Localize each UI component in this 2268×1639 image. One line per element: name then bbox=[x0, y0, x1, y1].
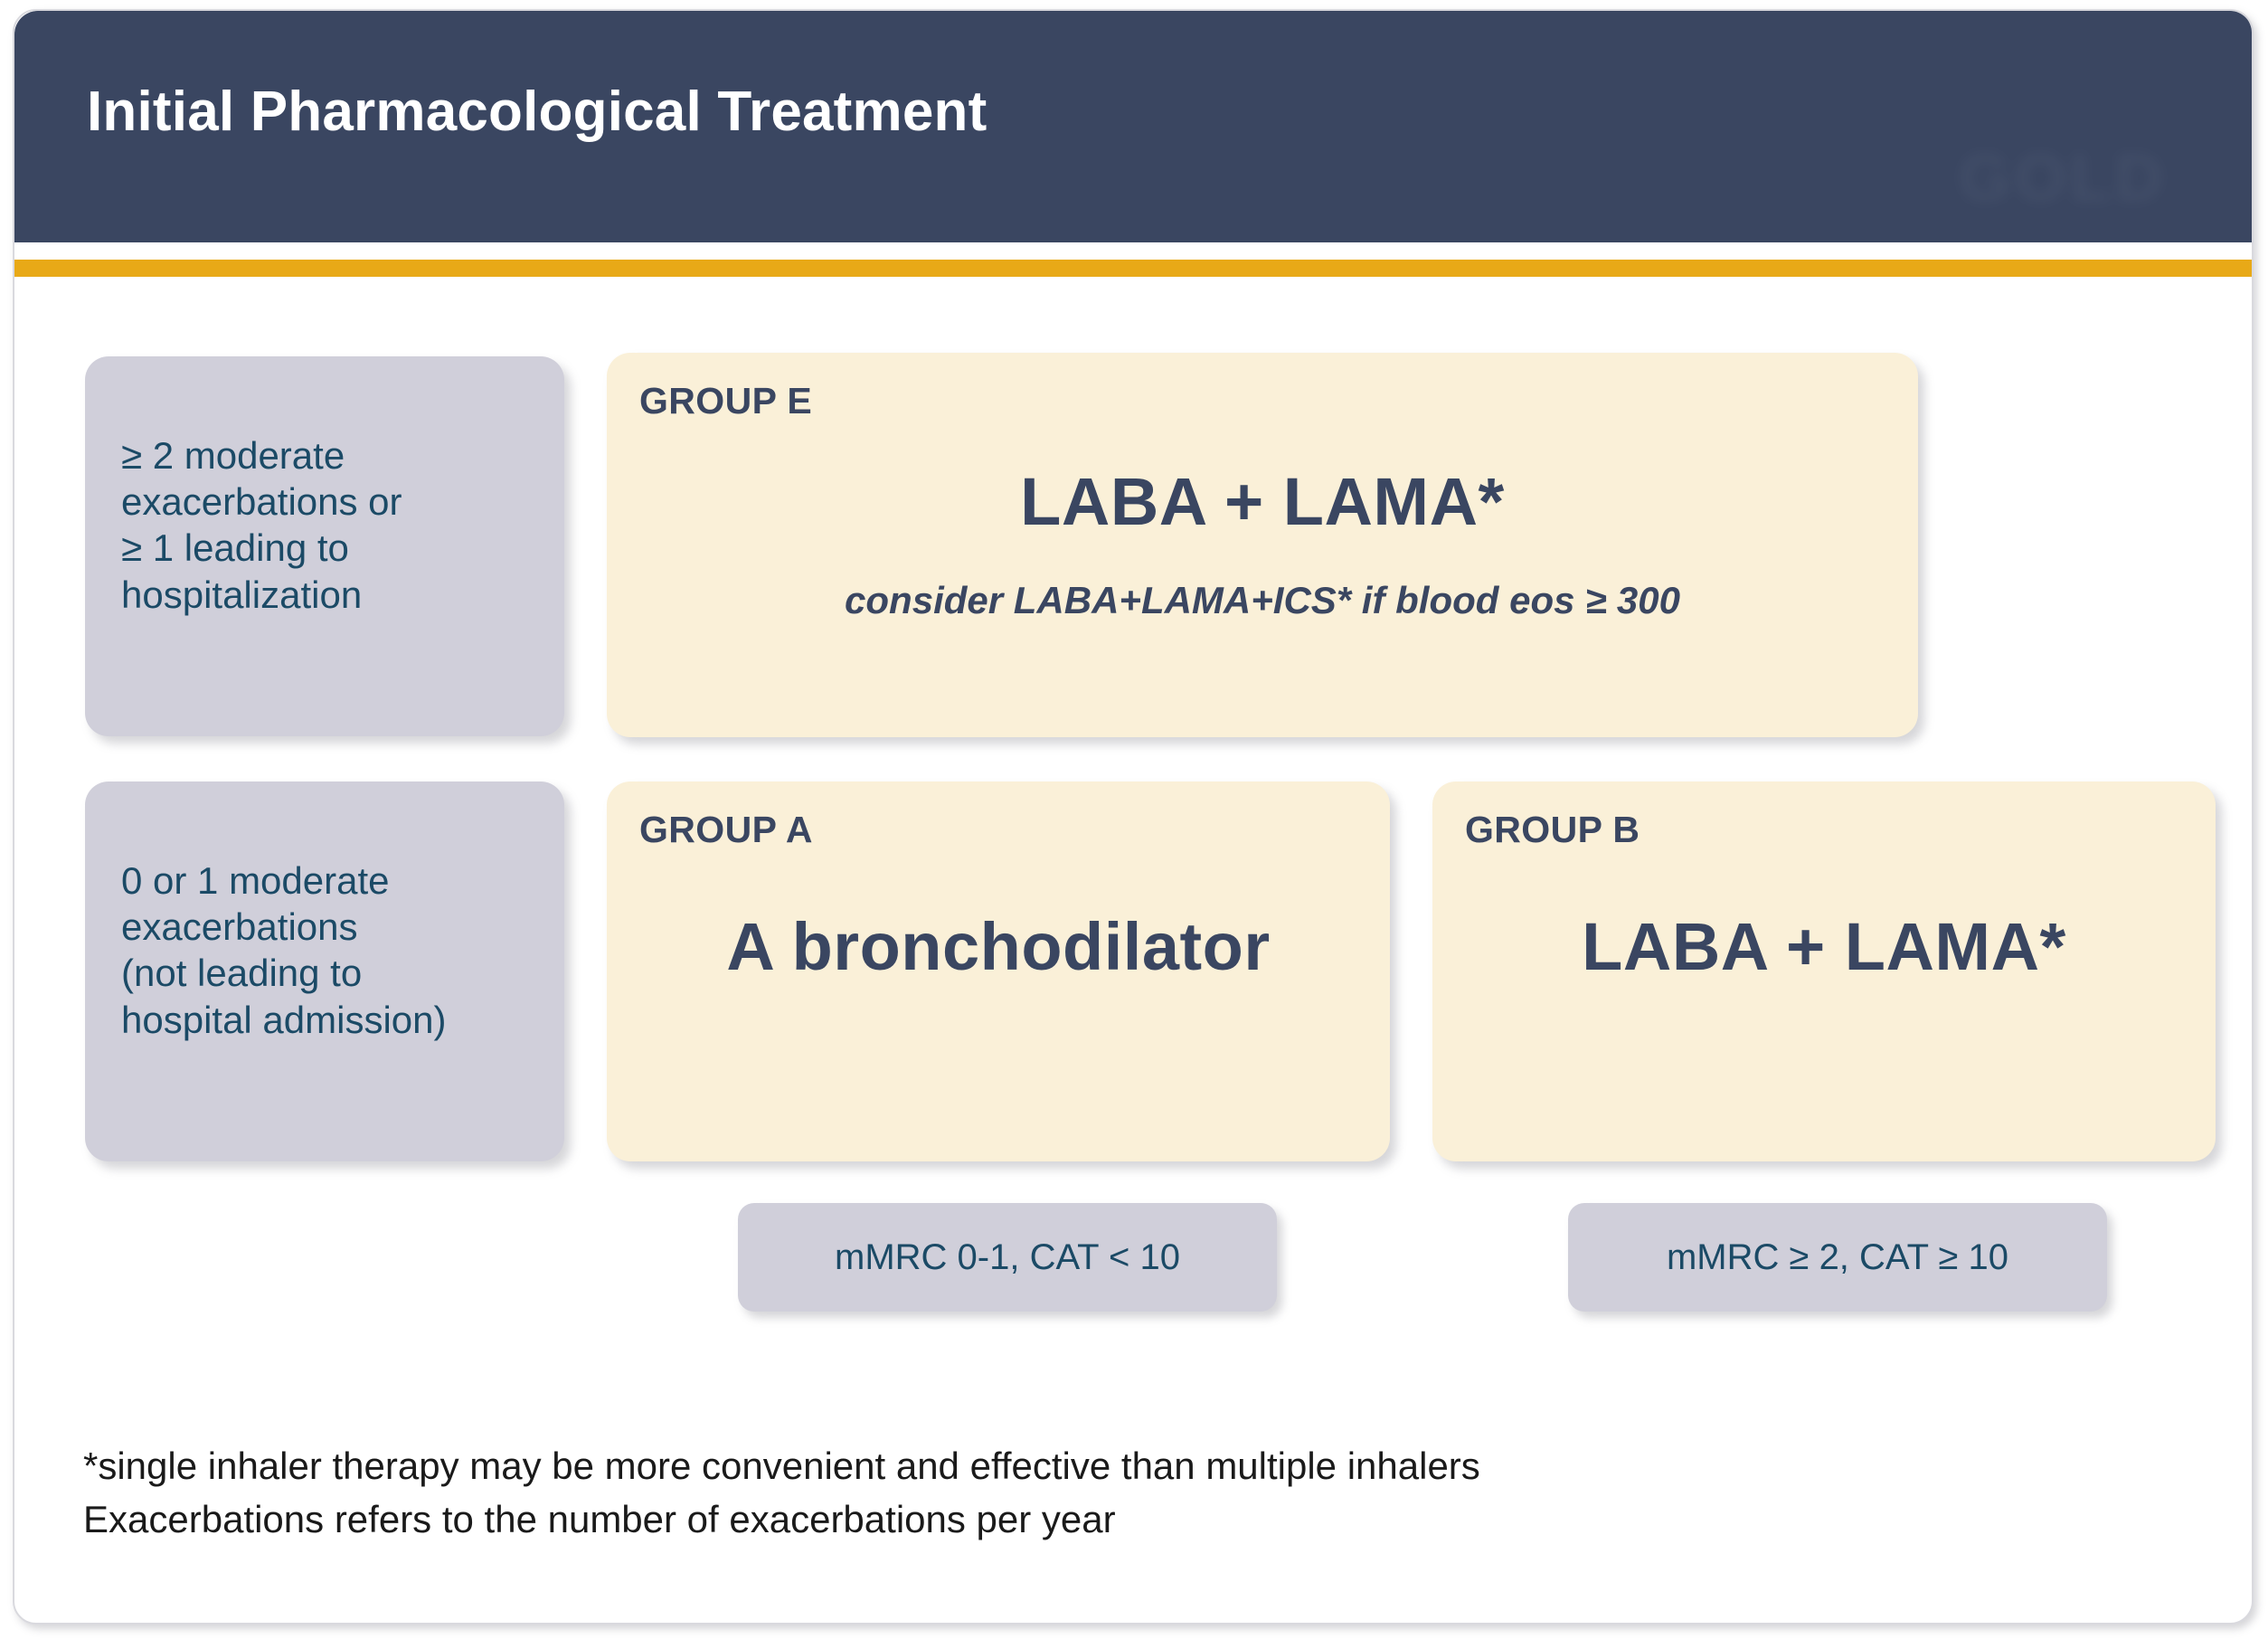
page-title: Initial Pharmacological Treatment bbox=[87, 81, 988, 143]
symptom-pill-high: mMRC ≥ 2, CAT ≥ 10 bbox=[1568, 1203, 2107, 1312]
gold-watermark-logo: GOLD bbox=[1959, 140, 2167, 215]
footnote-line-1: *single inhaler therapy may be more conv… bbox=[83, 1445, 1480, 1487]
group-b-treatment: LABA + LAMA* bbox=[1582, 909, 2066, 984]
treatment-box-group-e: GROUP E LABA + LAMA* consider LABA+LAMA+… bbox=[607, 353, 1918, 737]
footnote-line-2: Exacerbations refers to the number of ex… bbox=[83, 1497, 1116, 1540]
footnotes: *single inhaler therapy may be more conv… bbox=[83, 1440, 2163, 1547]
treatment-box-group-b: GROUP B LABA + LAMA* bbox=[1432, 782, 2216, 1161]
group-e-note: consider LABA+LAMA+ICS* if blood eos ≥ 3… bbox=[845, 579, 1680, 621]
symptom-pill-low: mMRC 0-1, CAT < 10 bbox=[738, 1203, 1277, 1312]
criteria-text-high: ≥ 2 moderate exacerbations or ≥ 1 leadin… bbox=[121, 434, 402, 616]
group-e-treatment: LABA + LAMA* bbox=[1020, 464, 1505, 539]
criteria-text-low: 0 or 1 moderate exacerbations (not leadi… bbox=[121, 859, 447, 1041]
figure-card: Initial Pharmacological Treatment GOLD ≥… bbox=[13, 9, 2254, 1625]
criteria-box-low-exacerbation-risk: 0 or 1 moderate exacerbations (not leadi… bbox=[85, 782, 564, 1161]
criteria-box-high-exacerbation-risk: ≥ 2 moderate exacerbations or ≥ 1 leadin… bbox=[85, 356, 564, 736]
group-a-label: GROUP A bbox=[639, 809, 813, 850]
group-b-label: GROUP B bbox=[1465, 809, 1640, 850]
group-a-treatment: A bronchodilator bbox=[726, 909, 1271, 984]
figure-header: Initial Pharmacological Treatment GOLD bbox=[14, 11, 2252, 242]
group-e-label: GROUP E bbox=[639, 380, 813, 422]
accent-divider bbox=[14, 260, 2252, 277]
treatment-box-group-a: GROUP A A bronchodilator bbox=[607, 782, 1390, 1161]
